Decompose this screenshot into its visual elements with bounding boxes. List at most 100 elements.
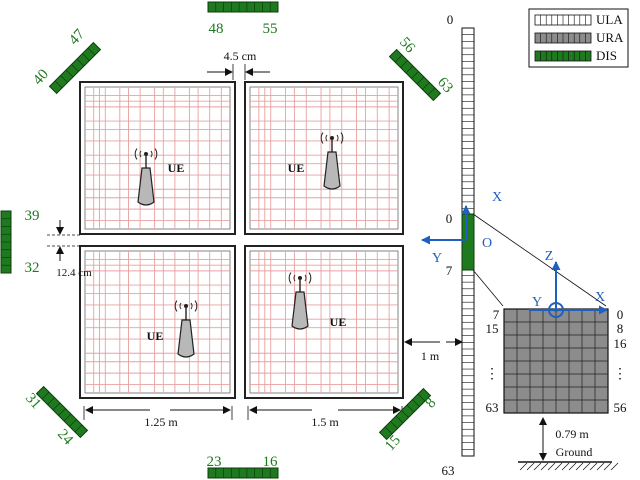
legend-swatch-ura [534, 32, 592, 44]
room-floor [84, 86, 231, 230]
ue-body [323, 151, 341, 190]
ula-index-top: 0 [447, 12, 454, 27]
ue-label: UE [288, 161, 305, 175]
dis-element-divider [58, 408, 66, 416]
room-floor-grid [85, 87, 230, 229]
ura-height-label: 0.79 m [555, 427, 589, 441]
hatch-line [568, 462, 577, 471]
ura-origin-dot [554, 308, 558, 312]
ue-signal-wave [154, 148, 158, 160]
dis-element-divider [384, 426, 393, 435]
room-floor-grid [250, 87, 398, 229]
dis-element-divider [47, 397, 55, 405]
legend: ULA URA DIS [528, 8, 629, 68]
dis-element-divider [400, 60, 408, 68]
ue-label: UE [330, 315, 347, 329]
dis-element-divider [401, 410, 409, 418]
dis-array-bottom [207, 467, 279, 479]
gap-horizontal-label: 4.5 cm [224, 49, 257, 63]
ue-antenna-tip [184, 304, 188, 308]
dis-element-divider [422, 82, 430, 90]
ue-signal-wave [194, 300, 198, 312]
ura-axis-y-label: Y [532, 295, 542, 310]
ue-device-4: UE [288, 272, 347, 330]
ue-signal-wave [308, 272, 312, 284]
ue-signal-wave [320, 132, 324, 144]
dis-element-divider [82, 53, 90, 61]
dis-label-48: 48 [209, 21, 224, 37]
ue-antenna-tip [330, 136, 334, 140]
dimension-lines: 4.5 cm 12.4 cm 1.25 m 1.5 m 1 m [47, 49, 463, 429]
ura-array [503, 308, 609, 414]
dis-element-divider [69, 419, 77, 427]
dis-array-upper-right [388, 48, 442, 102]
room-floor [84, 250, 231, 394]
dis-element-divider [63, 413, 72, 422]
legend-label-dis: DIS [596, 48, 617, 63]
dis-array-lower-left [35, 385, 89, 439]
ground-hatch [519, 462, 619, 471]
dis-array-upper-left [48, 41, 102, 95]
dis-label-32: 32 [25, 260, 40, 276]
ue-signal-wave [325, 134, 328, 142]
ula-dis-segment [461, 213, 475, 271]
ula-index-origin: 0 [446, 211, 453, 226]
dis-element-divider [405, 65, 414, 74]
dis-array-top [207, 1, 279, 13]
ura-right-row-3: ⋮ [613, 367, 627, 382]
dis-label-39: 39 [25, 208, 40, 224]
dis-element-divider [411, 71, 419, 79]
dis-element-divider [52, 402, 61, 411]
ue-signal-wave [179, 302, 182, 310]
ue-label: UE [147, 329, 164, 343]
ura-right-row-2: 16 [614, 336, 628, 351]
ue-signal-wave [150, 150, 153, 158]
ura-axes: Z X Y [529, 249, 608, 318]
ula-axis-y-label: Y [432, 251, 442, 266]
dis-element-divider [41, 391, 50, 400]
ula-axis-origin-label: O [482, 236, 492, 251]
dis-element-divider [406, 404, 415, 413]
legend-label-ura: URA [596, 30, 624, 45]
dis-element-divider [76, 58, 85, 67]
hatch-line [596, 462, 605, 471]
width-right-label: 1.5 m [311, 415, 339, 429]
dis-element-divider [74, 424, 83, 433]
hatch-line [589, 462, 598, 471]
room-floor [249, 86, 399, 230]
distributed-arrays [0, 1, 442, 479]
dis-label-16: 16 [263, 454, 279, 470]
hatch-line [540, 462, 549, 471]
ue-antenna-tip [298, 276, 302, 280]
ura-left-row-0: 7 [493, 307, 500, 322]
dis-label-47: 47 [66, 26, 88, 48]
dis-array-body [207, 467, 279, 479]
hatch-line [603, 462, 612, 471]
ura-left-row-2: ⋮ [485, 367, 499, 382]
ue-signal-wave [304, 274, 307, 282]
ura-left-row-3: 63 [486, 400, 499, 415]
room-3 [79, 245, 236, 399]
hatch-line [533, 462, 542, 471]
gap-vertical-label: 12.4 cm [56, 267, 92, 279]
hatch-line [547, 462, 556, 471]
ue-body [291, 291, 309, 330]
ue-body [177, 319, 195, 358]
dis-label-55: 55 [263, 21, 278, 37]
hatch-line [526, 462, 535, 471]
ula-index-seven: 7 [446, 263, 453, 278]
ula-array [461, 27, 475, 457]
hatch-line [554, 462, 563, 471]
projection-line-top [472, 213, 607, 307]
dis-label-23: 23 [207, 454, 222, 470]
ue-signal-wave [174, 300, 178, 312]
dis-element-divider [395, 415, 404, 424]
ue-device-2: UE [288, 132, 344, 190]
dis-element-divider [54, 80, 63, 89]
ula-axis-x-label: X [492, 190, 502, 205]
dis-element-divider [412, 399, 420, 407]
ura-right-row-0: 0 [617, 307, 624, 322]
hatch-line [575, 462, 584, 471]
projection-line-bottom [472, 269, 504, 307]
